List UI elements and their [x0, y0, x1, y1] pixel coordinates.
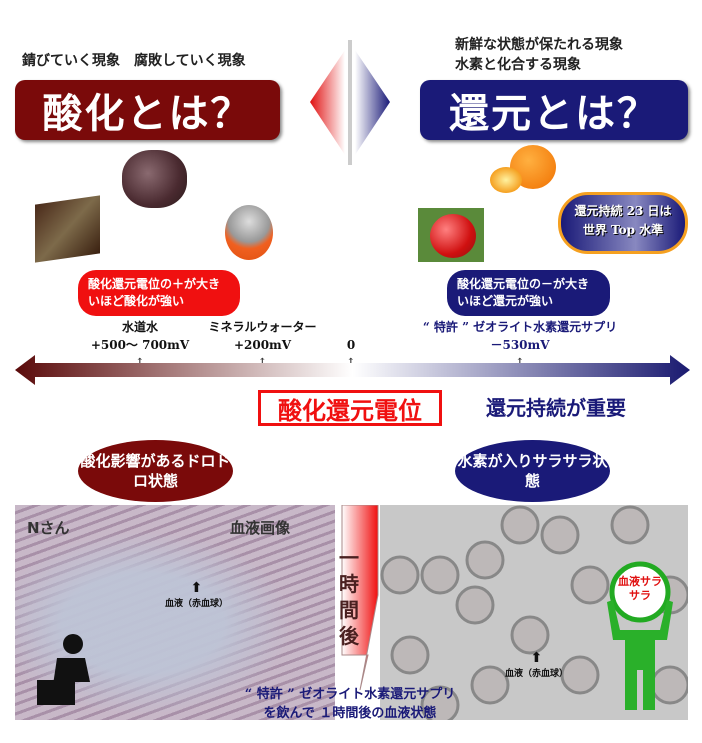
before-bubble: 酸化影響があるドロドロ状態	[78, 440, 233, 502]
rotten-pepper-image	[122, 150, 187, 208]
tomato-image	[418, 208, 484, 262]
reduction-note: 酸化還元電位の－が大きいほど還元が強い	[447, 270, 610, 316]
reduction-emphasis: 還元持続が重要	[486, 396, 626, 420]
image-title: 血液画像	[230, 519, 291, 537]
oxidation-title: 酸化とは？	[15, 80, 280, 140]
transition-arrow-icon	[341, 505, 379, 691]
after-bubble: 水素が入りサラサラ状態	[455, 440, 610, 502]
opposite-arrows-icon	[310, 40, 390, 165]
scale-item-tap-water: 水道水+500～ 700mV↑	[90, 320, 190, 368]
red-blood-cells	[380, 505, 688, 720]
transition-label: 一時間後	[339, 546, 359, 648]
happy-person-icon	[607, 561, 673, 710]
before-blood-image: Nさん 血液画像 ⬆血液（赤血球）	[15, 505, 335, 720]
after-blood-image: ⬆血液（赤血球） 血液サラサラ	[380, 505, 688, 720]
rusted-chocolate-image	[35, 195, 100, 263]
before-cell-label: ⬆血液（赤血球）	[165, 580, 229, 609]
reduction-subtitle-2: 水素と化合する現象	[455, 57, 581, 73]
reduction-record-cloud: 還元持続 23 日は世界 Top 水準	[558, 192, 688, 254]
caption: “ 特許 ” ゼオライト水素還元サプリを飲んで １時間後の血液状態	[244, 687, 456, 721]
depressed-person-icon	[37, 634, 90, 705]
scale-item-zero: 0↑	[346, 338, 356, 368]
oxidation-note: 酸化還元電位の＋が大きいほど酸化が強い	[78, 270, 240, 316]
potential-label: 酸化還元電位	[258, 390, 442, 426]
after-cell-label: ⬆血液（赤血球）	[505, 650, 569, 679]
moldy-orange-image	[225, 205, 273, 260]
fresh-orange-image	[490, 145, 568, 195]
smooth-blood-sign: 血液サラサラ	[618, 575, 662, 602]
scale-item-mineral-water: ミネラルウォーター+200mV↑	[208, 320, 317, 368]
reduction-title: 還元とは？	[420, 80, 688, 140]
oxidation-subtitle: 錆びていく現象 腐敗していく現象	[22, 53, 246, 69]
potential-scale-arrow	[15, 355, 690, 385]
person-label: Nさん	[27, 519, 70, 537]
scale-item-supplement: “ 特許 ” ゼオライト水素還元サプリ－530mV↑	[422, 320, 618, 368]
reduction-subtitle-1: 新鮮な状態が保たれる現象	[455, 37, 623, 53]
